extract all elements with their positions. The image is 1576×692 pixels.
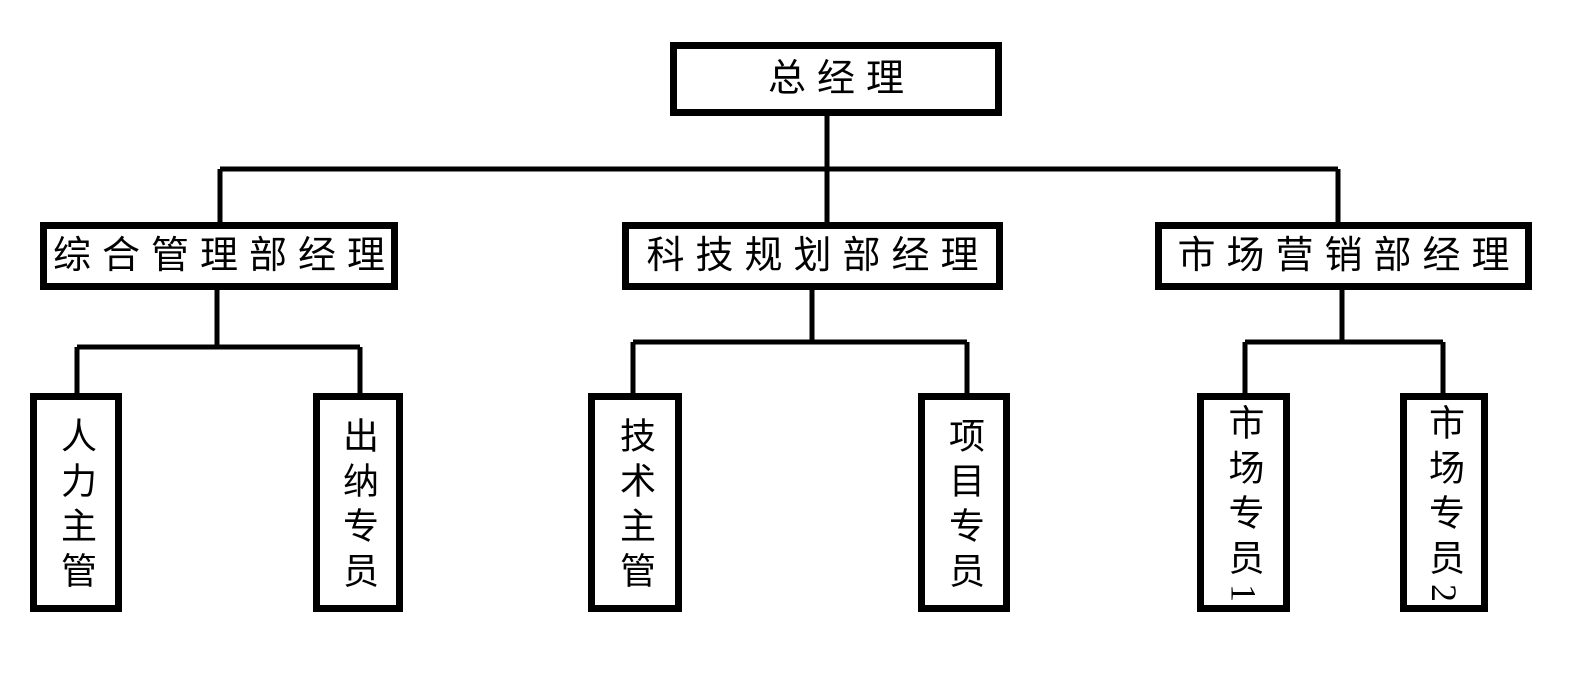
org-node-technical-supervisor: 技术主管 [588,393,682,612]
org-node-cashier-specialist-label: 出纳专员 [338,417,378,597]
org-node-market-specialist-1-label: 市场专员1 [1223,403,1264,611]
org-node-market-specialist-2-label: 市场专员2 [1424,403,1464,611]
org-node-technical-supervisor-label: 技术主管 [615,417,655,597]
connector-admin-dept-to-children [74,288,363,396]
org-node-marketing-dept-manager-label: 市场营销部经理 [1177,235,1521,277]
org-node-tech-planning-dept-manager: 科技规划部经理 [622,222,1003,290]
org-node-cashier-specialist: 出纳专员 [313,393,403,612]
org-node-market-specialist-2: 市场专员2 [1400,393,1488,612]
org-node-market-specialist-1: 市场专员1 [1197,393,1290,612]
connector-tech-dept-to-children [630,288,970,396]
org-node-general-admin-dept-manager-label: 综合管理部经理 [52,235,396,277]
org-node-marketing-dept-manager: 市场营销部经理 [1155,222,1532,290]
org-node-general-admin-dept-manager: 综合管理部经理 [40,222,398,290]
org-node-project-specialist-label: 项目专员 [944,417,984,597]
org-node-tech-planning-dept-manager-label: 科技规划部经理 [646,235,990,277]
org-node-general-manager: 总经理 [670,42,1002,116]
org-node-project-specialist: 项目专员 [918,393,1010,612]
org-node-hr-supervisor: 人力主管 [30,393,122,612]
connector-root-to-departments [217,112,1341,224]
connector-marketing-dept-to-children [1242,288,1446,396]
org-node-general-manager-label: 总经理 [767,58,915,100]
org-node-hr-supervisor-label: 人力主管 [56,417,96,597]
